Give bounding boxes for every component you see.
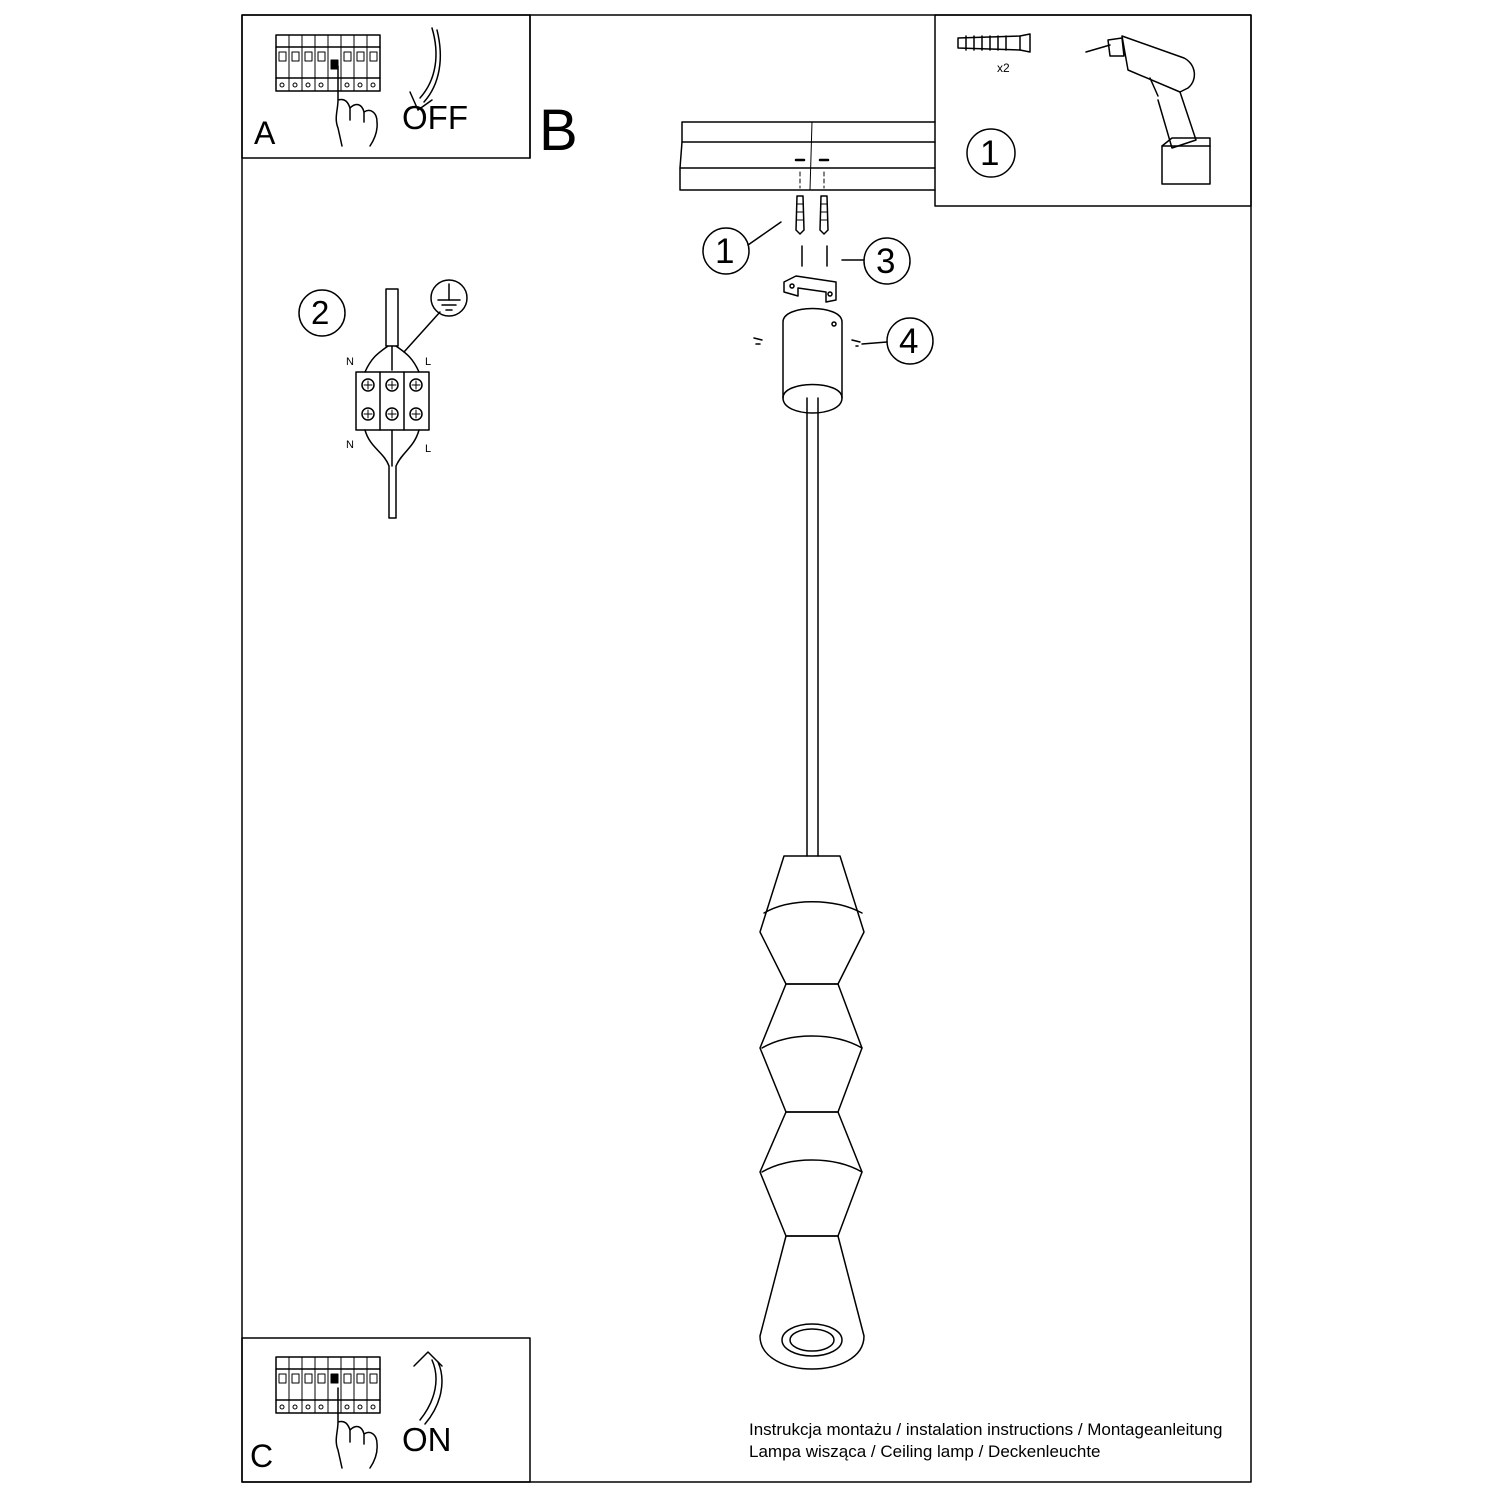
live-bottom-label: L (425, 443, 432, 455)
footer-line-1: Instrukcja montażu / instalation instruc… (749, 1420, 1223, 1439)
lamp-body (759, 855, 865, 1370)
step-3-badge (863, 237, 911, 285)
panel-a-letter: A (254, 115, 276, 151)
arrow-down-icon (409, 27, 442, 111)
step-2-badge (298, 289, 346, 337)
leader-anchor (747, 221, 782, 246)
pendant-cable (806, 397, 819, 857)
step-4-badge (886, 317, 934, 365)
arrow-up-icon (413, 1351, 443, 1425)
panel-b-letter: B (539, 98, 578, 163)
drill-icon (1085, 35, 1211, 185)
leader-set-screws (861, 341, 888, 345)
screws (801, 245, 828, 267)
wiring-diagram (355, 288, 441, 519)
ceiling-section (679, 121, 936, 191)
canopy (753, 307, 861, 414)
off-label: OFF (402, 99, 468, 136)
on-label: ON (402, 1421, 452, 1458)
live-top-label: L (425, 356, 432, 368)
step-1-drill-number: 1 (980, 134, 1000, 173)
panel-c-frame (241, 1337, 531, 1483)
anchor-quantity: x2 (997, 61, 1010, 75)
step-1-drill-badge (966, 128, 1016, 178)
drill-panel-frame (934, 14, 1252, 207)
footer-line-2: Lampa wisząca / Ceiling lamp / Deckenleu… (749, 1442, 1101, 1461)
panel-c-letter: C (250, 1438, 274, 1474)
breaker-on-icon (275, 1356, 381, 1469)
step-4-number: 4 (899, 322, 919, 361)
outer-frame (241, 14, 1252, 1483)
wall-anchor-icon (957, 33, 1031, 53)
breaker-off-icon (275, 34, 381, 147)
ground-symbol-icon (430, 279, 468, 317)
panel-a-frame (241, 14, 531, 159)
step-3-number: 3 (876, 242, 896, 281)
step-1-anchor-number: 1 (715, 232, 735, 271)
neutral-top-label: N (346, 356, 354, 368)
mounting-bracket (783, 275, 837, 303)
step-1-anchor-badge (702, 227, 750, 275)
neutral-bottom-label: N (346, 439, 354, 451)
anchors (795, 195, 829, 235)
step-2-number: 2 (311, 294, 330, 331)
